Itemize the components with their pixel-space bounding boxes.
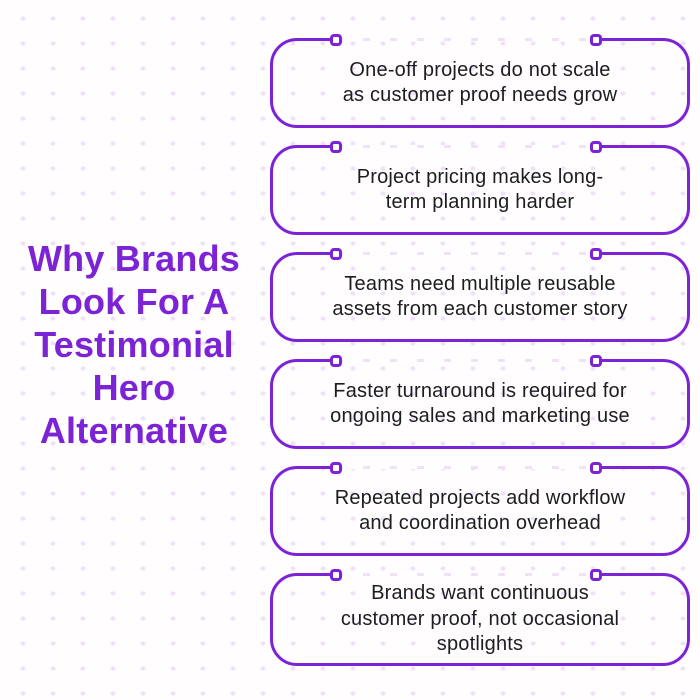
- reason-card-text: customer proof, not occasional: [340, 607, 620, 630]
- reason-card-text: Repeated projects add workflow: [334, 486, 626, 509]
- reason-card-list: One-off projects do not scale as custome…: [270, 33, 690, 666]
- dashed-gap: [336, 38, 596, 41]
- reason-card-text: as customer proof needs grow: [342, 84, 618, 106]
- main-title-line: Alternative: [39, 410, 229, 451]
- square-node-icon: [590, 247, 602, 260]
- reason-card: Teams need multiple reusable assets from…: [270, 247, 690, 342]
- square-node-icon: [590, 568, 602, 581]
- reason-card: Faster turnaround is required for ongoin…: [270, 354, 690, 449]
- dashed-gap: [336, 252, 596, 255]
- dashed-gap: [336, 359, 596, 362]
- square-node-icon: [330, 461, 342, 474]
- main-title: Why Brands Look For A Testimonial Hero A…: [0, 237, 268, 452]
- square-node-icon: [330, 33, 342, 46]
- main-title-line: Hero: [92, 367, 176, 408]
- reason-card-text: Brands want continuous: [371, 582, 589, 605]
- square-node-icon: [590, 33, 602, 46]
- main-title-line: Why Brands: [27, 238, 241, 279]
- reason-card-text: assets from each customer story: [332, 298, 628, 320]
- square-node-icon: [330, 140, 342, 153]
- square-node-icon: [330, 354, 342, 367]
- square-node-icon: [590, 140, 602, 153]
- dashed-gap: [336, 466, 596, 469]
- reason-card-text: Project pricing makes long-: [356, 165, 604, 188]
- square-node-icon: [590, 354, 602, 367]
- reason-card: One-off projects do not scale as custome…: [270, 33, 690, 128]
- square-node-icon: [330, 568, 342, 581]
- square-node-icon: [590, 461, 602, 474]
- dashed-gap: [336, 145, 596, 148]
- dashed-gap: [336, 573, 596, 576]
- reason-card-text: Faster turnaround is required for: [333, 379, 627, 402]
- reason-card-text: and coordination overhead: [359, 512, 601, 534]
- main-title-line: Look For A: [38, 281, 230, 322]
- reason-card-text: Teams need multiple reusable: [344, 272, 616, 295]
- reason-card-text: term planning harder: [385, 191, 575, 213]
- reason-card-text: One-off projects do not scale: [349, 58, 611, 81]
- main-title-line: Testimonial: [34, 324, 234, 365]
- square-node-icon: [330, 247, 342, 260]
- reason-card-text: ongoing sales and marketing use: [330, 405, 630, 427]
- reason-card: Brands want continuous customer proof, n…: [270, 568, 690, 666]
- reason-card: Project pricing makes long- term plannin…: [270, 140, 690, 235]
- reason-card: Repeated projects add workflow and coord…: [270, 461, 690, 556]
- reason-card-text: spotlights: [436, 633, 524, 656]
